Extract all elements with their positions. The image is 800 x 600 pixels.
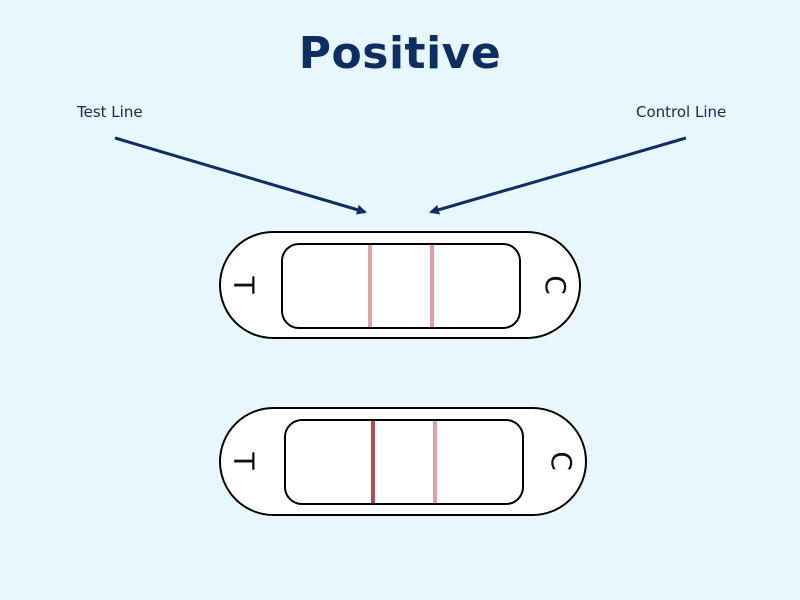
test-cassette-2: T C: [219, 407, 587, 516]
cassette-2-c-mark: C: [545, 451, 579, 471]
cassette-1-result-window: [281, 243, 521, 329]
cassette-1-c-mark: C: [539, 275, 573, 295]
cassette-1-t-mark: T: [227, 276, 261, 294]
control-line-arrow: [429, 136, 687, 215]
test-line-label: Test Line: [77, 103, 143, 121]
cassette-1-control-band: [430, 245, 434, 327]
control-line-label: Control Line: [636, 103, 727, 121]
cassette-1-test-band: [368, 245, 372, 327]
test-cassette-1: T C: [219, 231, 581, 339]
cassette-2-test-band: [371, 421, 375, 503]
cassette-2-result-window: [284, 419, 524, 505]
cassette-2-control-band: [433, 421, 437, 503]
cassette-2-t-mark: T: [227, 452, 261, 470]
page-title: Positive: [298, 28, 502, 79]
test-line-arrow: [114, 136, 367, 215]
